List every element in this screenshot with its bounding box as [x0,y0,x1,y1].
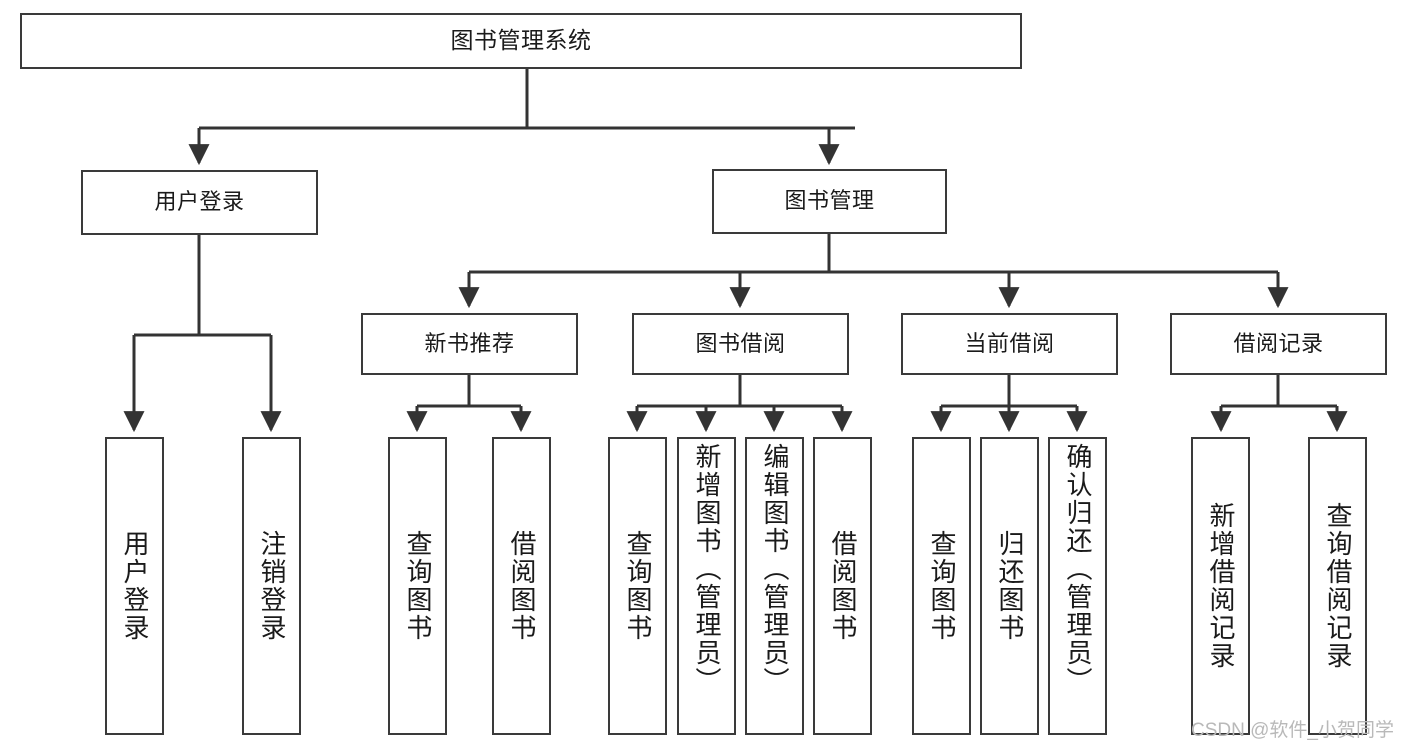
node-leaf-query-record[interactable]: 查询借阅记录 [1308,437,1367,735]
node-book-borrow-label: 图书借阅 [695,330,786,356]
node-leaf-borrow-book-2[interactable]: 借阅图书 [813,437,872,735]
node-leaf-query-book-3[interactable]: 查询图书 [912,437,971,735]
node-leaf-add-record[interactable]: 新增借阅记录 [1191,437,1250,735]
node-leaf-edit-book-label: 编辑图书（管理员） [760,443,791,695]
node-leaf-user-login-label: 用户登录 [120,530,151,642]
node-book-borrow[interactable]: 图书借阅 [632,313,849,375]
node-root[interactable]: 图书管理系统 [20,13,1022,69]
node-leaf-query-book-2-label: 查询图书 [623,530,654,642]
node-leaf-confirm-return[interactable]: 确认归还（管理员） [1048,437,1107,735]
watermark-text: CSDN @软件_小贺同学 [1191,720,1394,741]
node-book-manage[interactable]: 图书管理 [712,169,947,234]
node-borrow-record[interactable]: 借阅记录 [1170,313,1387,375]
node-leaf-query-book-1-label: 查询图书 [403,530,434,642]
node-current-borrow[interactable]: 当前借阅 [901,313,1118,375]
node-root-label: 图书管理系统 [450,27,592,54]
node-book-manage-label: 图书管理 [784,188,875,214]
node-user-login-label: 用户登录 [154,189,245,215]
node-leaf-query-book-1[interactable]: 查询图书 [388,437,447,735]
node-leaf-return-book[interactable]: 归还图书 [980,437,1039,735]
node-current-borrow-label: 当前借阅 [964,330,1055,356]
node-leaf-borrow-book-2-label: 借阅图书 [828,530,859,642]
node-leaf-add-book[interactable]: 新增图书（管理员） [677,437,736,735]
node-leaf-edit-book[interactable]: 编辑图书（管理员） [745,437,804,735]
node-leaf-borrow-book-1-label: 借阅图书 [507,530,538,642]
node-leaf-logout-login[interactable]: 注销登录 [242,437,301,735]
node-leaf-add-record-label: 新增借阅记录 [1206,502,1237,670]
node-leaf-borrow-book-1[interactable]: 借阅图书 [492,437,551,735]
node-new-book-recommend[interactable]: 新书推荐 [361,313,578,375]
node-new-book-recommend-label: 新书推荐 [424,330,515,356]
node-leaf-query-book-2[interactable]: 查询图书 [608,437,667,735]
node-leaf-logout-login-label: 注销登录 [257,530,288,642]
node-leaf-query-record-label: 查询借阅记录 [1323,502,1354,670]
node-leaf-user-login[interactable]: 用户登录 [105,437,164,735]
node-leaf-return-book-label: 归还图书 [995,530,1026,642]
node-borrow-record-label: 借阅记录 [1233,330,1324,356]
node-leaf-confirm-return-label: 确认归还（管理员） [1063,443,1094,695]
node-user-login[interactable]: 用户登录 [81,170,318,235]
node-leaf-add-book-label: 新增图书（管理员） [692,443,723,695]
node-leaf-query-book-3-label: 查询图书 [927,530,958,642]
